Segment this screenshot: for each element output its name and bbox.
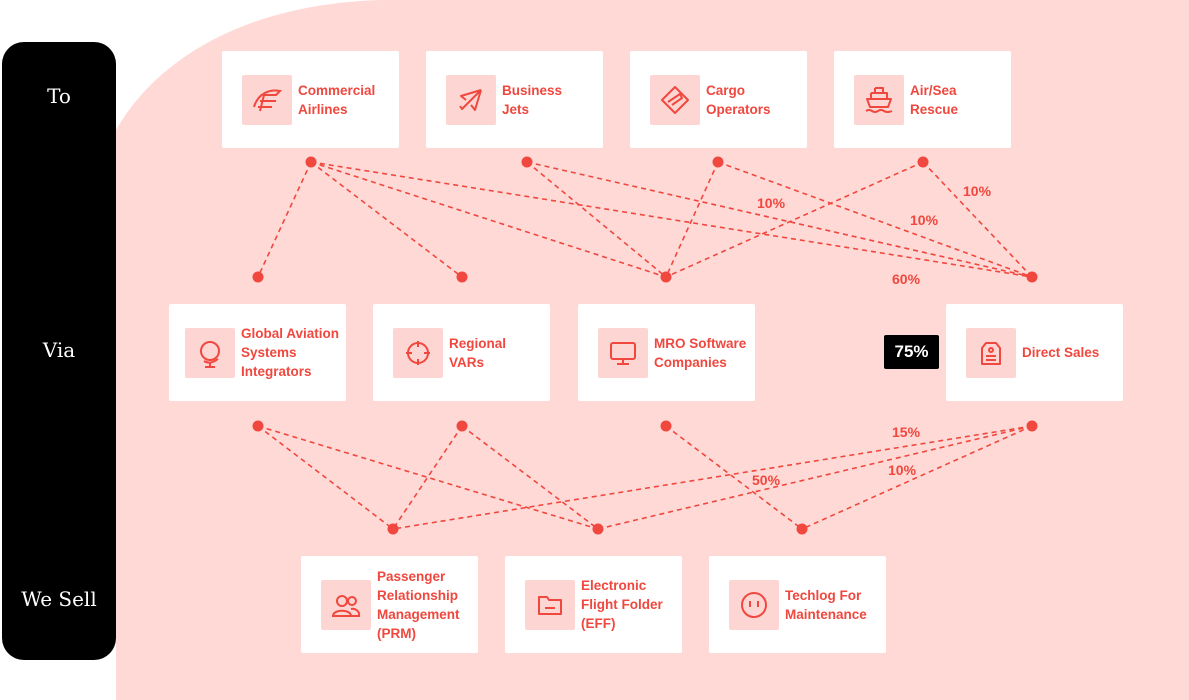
ship-icon <box>854 74 904 125</box>
card-label: Air/Sea Rescue <box>910 82 959 117</box>
card-label: Global Aviation Systems Integrators <box>241 326 340 379</box>
cargo-icon <box>650 74 700 125</box>
card-air-sea-rescue[interactable]: Air/Sea Rescue <box>834 51 1011 148</box>
card-label: MRO Software Companies <box>654 335 747 370</box>
card-label: Commercial Airlines <box>298 82 376 117</box>
plane-icon <box>446 74 496 125</box>
percent-label: 10% <box>910 212 939 228</box>
crosshair-icon <box>393 327 443 378</box>
percent-label: 50% <box>752 472 781 488</box>
card-label: Electronic Flight Folder (EFF) <box>581 578 663 631</box>
percent-label: 15% <box>892 424 921 440</box>
globe-icon <box>185 327 235 378</box>
rail-label-we-sell: We Sell <box>21 587 97 611</box>
percent-label: 10% <box>888 462 917 478</box>
card-business-jets[interactable]: Business Jets <box>426 51 603 148</box>
card-direct-sales[interactable]: Direct Sales <box>946 304 1123 401</box>
percent-label: 10% <box>963 183 992 199</box>
card-label: Direct Sales <box>1022 345 1100 360</box>
card-techlog[interactable]: Techlog For Maintenance <box>709 556 886 653</box>
card-label: Passenger Relationship Management (PRM) <box>377 568 460 641</box>
card-prm[interactable]: Passenger Relationship Management (PRM) <box>301 556 478 653</box>
percent-label: 10% <box>757 195 786 211</box>
card-mro-software-companies[interactable]: MRO Software Companies <box>578 304 755 401</box>
card-regional-vars[interactable]: Regional VARs <box>373 304 550 401</box>
card-commercial-airlines[interactable]: Commercial Airlines <box>222 51 399 148</box>
card-label: Techlog For Maintenance <box>785 587 867 622</box>
card-label: Cargo Operators <box>706 82 771 117</box>
card-label: Business Jets <box>502 82 563 117</box>
airline-logo-icon <box>242 74 292 125</box>
rail-label-to: To <box>47 84 71 108</box>
percent-label: 60% <box>892 271 921 287</box>
folder-icon <box>525 579 575 630</box>
percent-badge: 75% <box>884 335 939 369</box>
left-rail: To Via We Sell <box>2 42 116 660</box>
rail-label-via: Via <box>42 338 76 362</box>
card-global-aviation-systems-integrators[interactable]: Global Aviation Systems Integrators <box>169 304 346 401</box>
users-icon <box>321 579 371 630</box>
card-eff[interactable]: Electronic Flight Folder (EFF) <box>505 556 682 653</box>
card-cargo-operators[interactable]: Cargo Operators <box>630 51 807 148</box>
card-label: Regional VARs <box>449 335 507 370</box>
outlet-icon <box>729 579 779 630</box>
monitor-icon <box>598 327 648 378</box>
tag-icon <box>966 327 1016 378</box>
